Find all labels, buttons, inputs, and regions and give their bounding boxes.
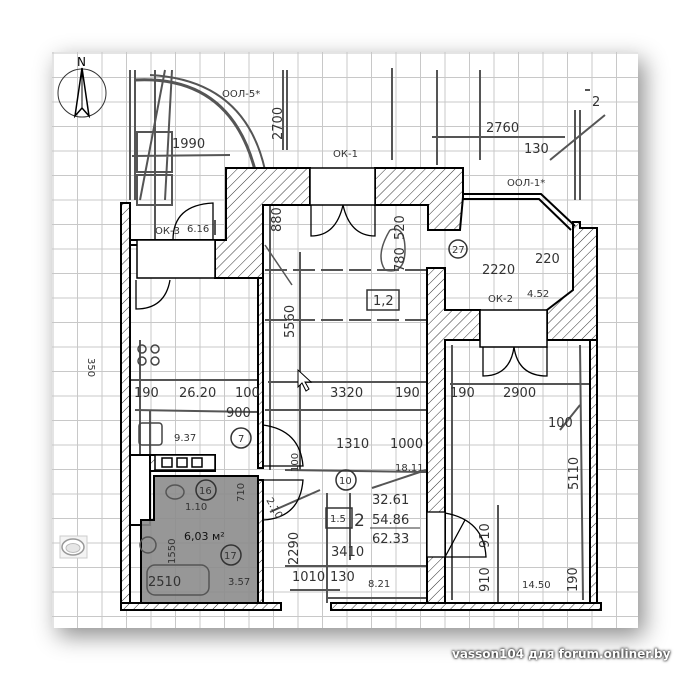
dimension: 220: [535, 252, 560, 267]
mouse-cursor-icon: [297, 368, 313, 392]
area-total: 54.86: [372, 513, 409, 528]
area-bedroom: 14.50: [522, 580, 551, 591]
doors: [135, 202, 548, 558]
dimension: 1310: [336, 437, 369, 452]
dimension: 2220: [482, 263, 515, 278]
door-bath: [262, 479, 304, 521]
dimension: 710: [236, 483, 247, 502]
label-ok2: ОК-2: [488, 294, 513, 305]
area-bathroom: 3.57: [228, 577, 250, 588]
north-label: N: [77, 55, 86, 69]
bathroom-area: [139, 475, 259, 604]
window-ok3: [136, 239, 216, 279]
ventilation-ducts: [154, 454, 216, 471]
dimension: 5110: [567, 457, 582, 490]
room-index: 1,2: [373, 294, 394, 309]
dimension: 2700: [271, 107, 286, 140]
door-room-1: [310, 204, 376, 237]
window-ok2: [479, 309, 548, 348]
stove-icon: [137, 344, 160, 366]
dimension: 3410: [331, 545, 364, 560]
dimension: 190: [134, 386, 159, 401]
bathroom-area-label: 6,03 м²: [184, 530, 225, 543]
door-hall: [262, 424, 304, 467]
dimension: 910: [478, 523, 493, 548]
dimension: 2510: [148, 575, 181, 590]
windows: [136, 167, 548, 348]
room-number: 7: [238, 434, 244, 445]
area-balcony: 6.16: [187, 224, 209, 235]
dimension: 2.10: [263, 496, 284, 521]
north-compass: N: [57, 55, 107, 119]
label-ok1: ОК-1: [333, 149, 358, 160]
dimension: 190: [566, 567, 581, 592]
dimension: 1.10: [185, 502, 207, 513]
room-number: 27: [452, 245, 465, 256]
dimension: 2760: [486, 121, 519, 136]
washbasin-tool-icon[interactable]: [59, 535, 88, 559]
bathtub-icon: [146, 564, 210, 596]
area-hall: 8.21: [368, 579, 390, 590]
kitchen-sink-icon: [138, 422, 163, 446]
dimension: 1990: [172, 137, 205, 152]
room-number: 17: [224, 551, 237, 562]
room-number: 10: [339, 476, 352, 487]
dimension: 1010: [292, 570, 325, 585]
area-balcony-2: 4.52: [527, 289, 549, 300]
area-kitchen: 9.37: [174, 433, 196, 444]
room-count: 2: [354, 511, 365, 531]
dimension: 520: [393, 215, 408, 240]
balcony-rail: [463, 193, 576, 231]
room-number: 16: [199, 486, 212, 497]
door-balcony: [172, 202, 214, 241]
door-bedroom: [444, 512, 487, 558]
dimension: 910: [478, 567, 493, 592]
area-room: 18.11: [395, 463, 424, 474]
room-index: 1.5: [330, 514, 346, 525]
dimension: 3320: [330, 386, 363, 401]
dimension: 2: [592, 95, 600, 110]
dimension: 2290: [287, 532, 302, 565]
dimension: 780: [393, 247, 408, 272]
dimension-350: 350: [85, 358, 96, 377]
label-ool1: ООЛ-1*: [507, 178, 545, 189]
dimension: 100: [235, 386, 260, 401]
area-total-balcony: 62.33: [372, 532, 409, 547]
room-markers: [195, 239, 468, 566]
plan-labels: ООЛ-5* 2700 1990 ОК-1 2760 130 ООЛ-1* 2 …: [85, 89, 600, 592]
dimension: 100: [548, 416, 573, 431]
washbasin-icon: [139, 536, 157, 554]
watermark: vasson104 для forum.onliner.by: [452, 647, 671, 661]
window-ok1: [309, 167, 376, 206]
dimension: 1000: [390, 437, 423, 452]
toilet-icon: [165, 484, 185, 500]
walls: [120, 167, 602, 611]
dimension: 190: [395, 386, 420, 401]
dimension: 130: [330, 570, 355, 585]
dimension: 880: [270, 207, 285, 232]
dimension: 100: [290, 453, 301, 472]
area-living: 32.61: [372, 493, 409, 508]
dimension: 190: [450, 386, 475, 401]
scanned-plan-lines: [129, 68, 606, 603]
door-room-2: [482, 346, 548, 377]
door-kitchen: [135, 279, 171, 310]
dimension: 26.20: [179, 386, 216, 401]
dimension: 900: [226, 406, 251, 421]
dimension: 1550: [167, 539, 178, 564]
dimension: 2900: [503, 386, 536, 401]
dimension: 5560: [283, 305, 298, 338]
label-ok3: ОК-3: [155, 226, 180, 237]
dimension: 130: [524, 142, 549, 157]
label-ool5: ООЛ-5*: [222, 89, 260, 100]
